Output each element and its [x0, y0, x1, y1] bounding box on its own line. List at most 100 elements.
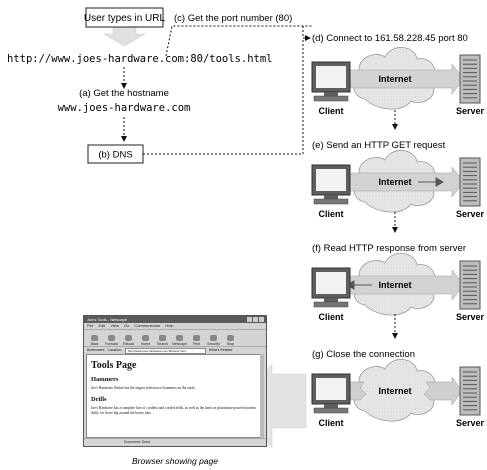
- browser-caption: Browser showing page: [132, 456, 218, 466]
- search-label: Search: [156, 342, 169, 346]
- stage-connect: Client Server Internet: [311, 47, 485, 116]
- stop-button[interactable]: Stop: [223, 330, 238, 346]
- browser-title: Joe's Tools - Netscape: [87, 317, 128, 322]
- client-stand: [324, 404, 338, 408]
- print-label: Print: [192, 342, 201, 346]
- menu-edit[interactable]: Edit: [98, 323, 106, 328]
- client-base: [313, 198, 349, 205]
- page-title: Tools Page: [91, 360, 137, 371]
- client-stand: [324, 195, 338, 199]
- server-tower-icon: [459, 54, 481, 104]
- menu-file[interactable]: File: [87, 323, 94, 328]
- security-button[interactable]: Security: [206, 330, 221, 346]
- back-button[interactable]: Back: [87, 330, 102, 346]
- client-base: [313, 95, 349, 102]
- server-label: Server: [456, 209, 485, 219]
- home-label: Home: [140, 342, 151, 346]
- scrollbar[interactable]: [260, 354, 264, 438]
- port-line: [165, 25, 312, 57]
- step-a-label: (a) Get the hostname: [79, 88, 169, 99]
- drills-heading: Drills: [91, 395, 107, 403]
- dns-to-connect-arrow: [143, 35, 311, 155]
- page-content: Tools Page Hammers Joe's Hardware Online…: [86, 354, 264, 438]
- forward-button[interactable]: Forward: [104, 330, 119, 346]
- close-icon[interactable]: [259, 317, 264, 322]
- status-bar: Document: Done: [84, 438, 266, 446]
- minimize-icon[interactable]: [247, 317, 252, 322]
- client-screen: [316, 378, 346, 400]
- down-arrow-shape: [103, 25, 146, 47]
- client-label: Client: [318, 209, 343, 219]
- url-text: http://www.joes-hardware.com:80/tools.ht…: [7, 53, 273, 65]
- internet-label: Internet: [378, 280, 411, 290]
- client-screen: [316, 66, 346, 88]
- location-bar: Bookmarks Location: http://www.joes-hard…: [84, 347, 266, 354]
- netscape-label: Netscape: [172, 342, 187, 346]
- menu-go[interactable]: Go: [123, 323, 130, 328]
- user-types-label: User types in URL: [84, 13, 166, 24]
- menu-help[interactable]: Help: [165, 323, 174, 328]
- dns-label: (b) DNS: [98, 150, 132, 161]
- search-button[interactable]: Search: [155, 330, 170, 346]
- client-label: Client: [318, 106, 343, 116]
- client-stand: [324, 92, 338, 96]
- hostname-text: www.joes-hardware.com: [58, 102, 191, 114]
- server-tower-icon: [459, 157, 481, 207]
- internet-cloud-icon: [353, 359, 436, 422]
- bookmarks-button[interactable]: Bookmarks: [87, 348, 105, 352]
- stop-icon: [227, 335, 234, 341]
- status-text: Document: Done: [124, 440, 151, 444]
- server-label: Server: [456, 312, 485, 322]
- server-label: Server: [456, 418, 485, 428]
- search-icon: [159, 335, 166, 341]
- forward-label: Forward: [105, 342, 118, 346]
- menu-view[interactable]: View: [110, 323, 119, 328]
- netscape-icon: [176, 335, 183, 341]
- server-label: Server: [456, 106, 485, 116]
- broken-connection-right: [423, 376, 463, 406]
- client-base: [313, 301, 349, 308]
- reload-button[interactable]: Reload: [121, 330, 136, 346]
- back-label: Back: [90, 342, 99, 346]
- home-button[interactable]: Home: [138, 330, 153, 346]
- forward-icon: [108, 335, 115, 341]
- client-base: [313, 407, 349, 414]
- internet-label: Internet: [378, 74, 411, 84]
- home-icon: [142, 335, 149, 341]
- hammers-heading: Hammers: [91, 376, 119, 383]
- security-label: Security: [207, 342, 220, 346]
- reload-label: Reload: [122, 342, 135, 346]
- print-icon: [193, 335, 200, 341]
- client-screen: [316, 272, 346, 294]
- step-c-label: (c) Get the port number (80): [174, 13, 292, 24]
- browser-menubar: File Edit View Go Communicator Help: [84, 323, 266, 329]
- user-types-box: [85, 7, 164, 28]
- request-direction-icon: [418, 177, 445, 187]
- maximize-icon[interactable]: [253, 317, 258, 322]
- browser-window: Joe's Tools - Netscape File Edit View Go Com…: [83, 315, 267, 447]
- window-buttons: [246, 317, 264, 322]
- step-e-label: (e) Send an HTTP GET request: [312, 140, 446, 151]
- print-button[interactable]: Print: [189, 330, 204, 346]
- stop-label: Stop: [226, 342, 235, 346]
- whats-related-button[interactable]: What's Related: [208, 348, 233, 352]
- client-label: Client: [318, 418, 343, 428]
- browser-titlebar: Joe's Tools - Netscape: [84, 316, 266, 323]
- client-stand: [324, 298, 338, 302]
- location-label: Location:: [107, 348, 122, 352]
- stage-response: Client Server Internet: [311, 253, 485, 322]
- menu-communicator[interactable]: Communicator: [134, 323, 161, 328]
- client-label: Client: [318, 312, 343, 322]
- drills-paragraph: Joe's Hardware has a complete line of co…: [91, 405, 257, 415]
- client-screen: [316, 169, 346, 191]
- step-f-label: (f) Read HTTP response from server: [312, 243, 466, 254]
- location-input[interactable]: http://www.joes-hardware.com:80/tools.ht…: [124, 347, 206, 354]
- hammers-paragraph: Joe's Hardware Online has the largest se…: [91, 386, 196, 390]
- step-d-label: (d) Connect to 161.58.228.45 port 80: [312, 33, 468, 44]
- browser-toolbar: Back Forward Reload Home Search Netscape…: [84, 329, 266, 347]
- netscape-button[interactable]: Netscape: [172, 330, 187, 346]
